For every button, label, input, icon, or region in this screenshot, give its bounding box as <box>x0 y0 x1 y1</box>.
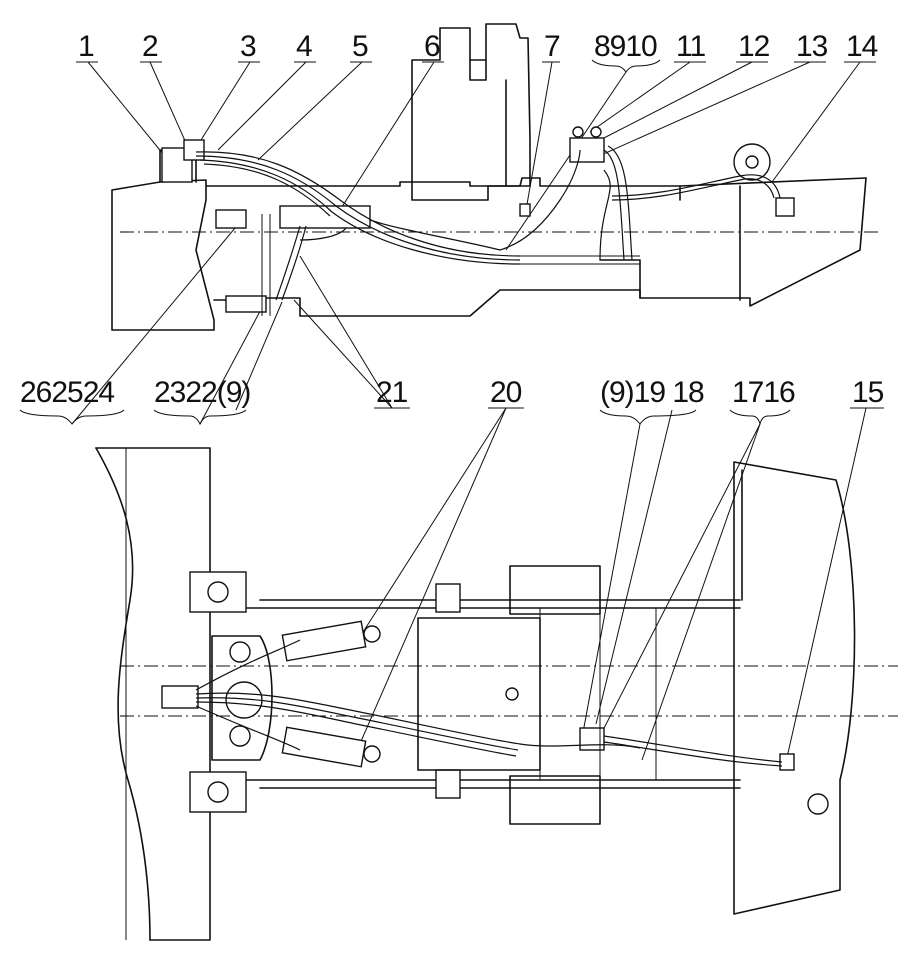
callout-7: 7 <box>544 30 560 63</box>
callout-6: 6 <box>424 30 440 63</box>
leader-lines-top <box>87 61 861 251</box>
callout-18-19: (9)19 18 <box>600 376 704 409</box>
callout-20: 20 <box>490 376 522 409</box>
callout-3: 3 <box>240 30 256 63</box>
leader-lines-mid <box>71 221 867 763</box>
callout-8-9-10: 8910 <box>594 30 657 63</box>
callout-24-26: 262524 <box>20 376 114 409</box>
callout-21: 21 <box>376 376 408 409</box>
callout-1: 1 <box>78 30 94 63</box>
callout-11: 11 <box>676 30 705 63</box>
callout-16-17: 1716 <box>732 376 795 409</box>
callout-underlines <box>19 59 884 426</box>
callout-12: 12 <box>738 30 770 63</box>
callout-15: 15 <box>852 376 884 409</box>
callout-5: 5 <box>352 30 368 63</box>
side-elevation-view <box>111 23 880 331</box>
mid-callout-labels: 262524 2322(9) 21 20 (9)19 18 1716 15 <box>20 376 885 409</box>
callout-13: 13 <box>796 30 828 63</box>
callout-14: 14 <box>846 30 878 63</box>
callout-22-23: 2322(9) <box>154 376 250 409</box>
callout-4: 4 <box>296 30 312 63</box>
plan-view <box>95 447 898 941</box>
callout-2: 2 <box>142 30 158 63</box>
top-callout-labels: 1 2 3 4 5 6 7 8910 11 12 13 14 <box>78 30 879 63</box>
